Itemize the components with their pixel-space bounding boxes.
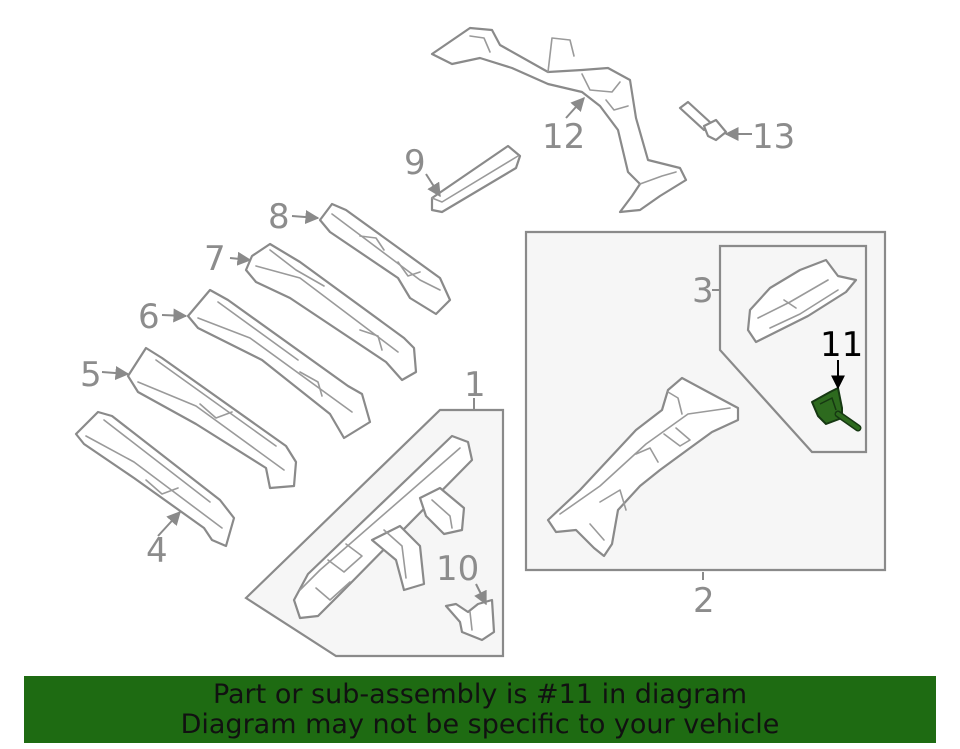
part-9-block[interactable] (430, 144, 522, 214)
part-1-group[interactable] (244, 408, 505, 658)
callout-12: 12 (542, 117, 585, 157)
part-10-bracket[interactable] (444, 598, 496, 642)
leader-lines (101, 96, 845, 606)
part-12-crossmember[interactable] (430, 26, 688, 214)
callout-9: 9 (404, 143, 426, 183)
callout-13: 13 (752, 117, 795, 157)
callout-10: 10 (436, 549, 479, 589)
callout-8: 8 (268, 197, 290, 237)
banner-line-1: Part or sub-assembly is #11 in diagram (212, 678, 748, 710)
callout-2: 2 (693, 581, 715, 621)
callout-3: 3 (692, 271, 714, 311)
part-5-crossmember[interactable] (126, 346, 298, 490)
part-6-crossmember[interactable] (186, 288, 372, 440)
part-13-bolt[interactable] (678, 100, 728, 142)
banner-line-2: Diagram may not be specific to your vehi… (180, 708, 780, 740)
callout-7: 7 (204, 239, 226, 279)
part-8-crossmember[interactable] (318, 202, 452, 316)
callout-4: 4 (146, 531, 168, 571)
parts-diagram: 1 2 3 4 5 6 7 8 9 10 11 12 13 (74, 26, 887, 658)
info-banner: Part or sub-assembly is #11 in diagram D… (24, 676, 936, 743)
part-11-bracket-highlighted[interactable] (811, 387, 862, 432)
callout-11: 11 (820, 325, 863, 365)
callout-5: 5 (80, 355, 102, 395)
part-7-crossmember[interactable] (244, 242, 418, 382)
callout-1: 1 (464, 365, 486, 405)
callout-6: 6 (138, 297, 160, 337)
callout-numbers: 1 2 3 4 5 6 7 8 9 10 11 12 13 (80, 117, 863, 621)
part-4-crossmember[interactable] (74, 410, 236, 548)
